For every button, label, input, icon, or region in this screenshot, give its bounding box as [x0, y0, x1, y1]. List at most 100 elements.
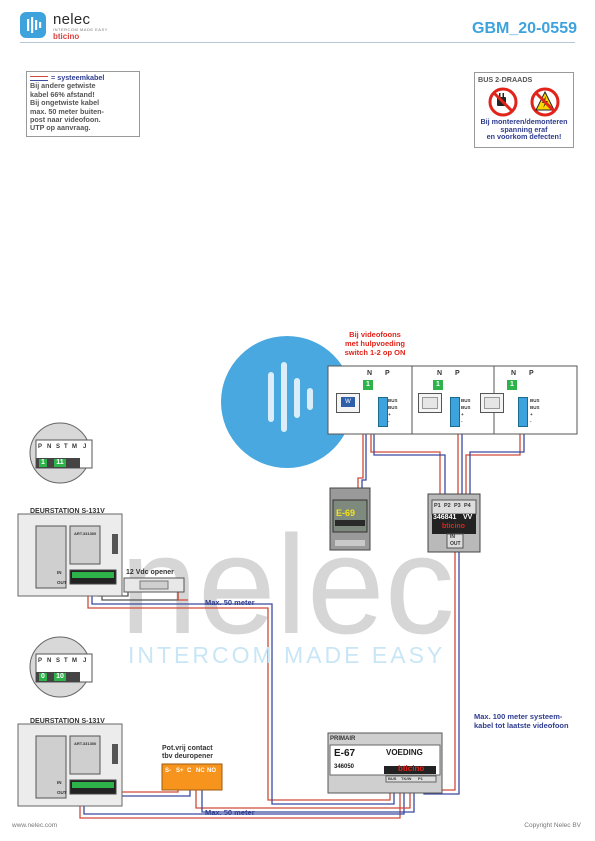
note-line: UTP op aanvraag.	[30, 123, 91, 133]
port-label: P2	[444, 503, 451, 509]
e67-voeding: VOEDING	[386, 748, 423, 757]
config-header: T	[64, 444, 68, 450]
bus-label: -	[388, 419, 390, 424]
warning-icons	[488, 87, 560, 117]
distributor-346841	[427, 493, 481, 553]
config-header: S	[56, 658, 61, 664]
config-value: 0	[39, 673, 47, 681]
terminal-p: P	[529, 370, 534, 377]
contact-cables	[195, 780, 415, 813]
config-header: P	[38, 658, 43, 664]
station-out-label: OUT	[57, 580, 67, 585]
watermark-logo-bars	[268, 362, 313, 432]
note-line: Bij ongetwiste kabel	[30, 98, 100, 108]
contact-terminal: NO	[207, 768, 216, 774]
station-2-config	[29, 636, 93, 698]
warning-line: Bij monteren/demonteren	[480, 117, 568, 126]
contact-terminal: S-	[165, 768, 171, 774]
station-1-config	[29, 422, 93, 484]
port-label: P4	[464, 503, 471, 509]
contact-label: Pot.vrij contact	[162, 745, 213, 752]
bus-warning-box: BUS 2-DRAADS Bij monteren/demonteren spa…	[474, 72, 574, 148]
e67-terminal: P1	[418, 776, 423, 781]
no-voltage-icon	[530, 87, 560, 117]
config-header: T	[64, 658, 68, 664]
switch-value: 1	[433, 380, 443, 390]
e67-label: E-67	[334, 748, 356, 759]
station-out-label: OUT	[57, 790, 67, 795]
config-header: N	[47, 658, 52, 664]
station-1-title: DEURSTATION S-131V	[30, 508, 105, 515]
bus-label: BUS	[388, 398, 398, 403]
cable-note-max50: Max. 50 meter	[205, 598, 255, 607]
contact-label: tbv deuropener	[162, 753, 213, 760]
watermark-tagline: INTERCOM MADE EASY	[128, 642, 446, 668]
bus-label: +	[388, 412, 391, 417]
videofoon-note: Bij videofoons met hulpvoeding switch 1-…	[320, 330, 430, 357]
monitor-3-icon	[480, 393, 504, 413]
e67-primary: PRIMAIR	[330, 736, 356, 742]
station-model: ART.331300	[74, 531, 97, 536]
warning-title: BUS 2-DRAADS	[478, 75, 533, 84]
bus-label: BUS	[461, 398, 471, 403]
warning-line: en voorkom defecten!	[486, 132, 562, 142]
bus-terminal-icon	[378, 397, 388, 427]
port-label: P1	[434, 503, 441, 509]
cable-note-max100: Max. 100 meter systeem-	[474, 712, 563, 721]
cable-note-max100: kabel tot laatste videofoon	[474, 721, 569, 730]
bus-label: +	[461, 412, 464, 417]
bus-terminal-icon	[518, 397, 528, 427]
bus-label: BUS	[530, 405, 540, 410]
terminal-n: N	[367, 370, 373, 377]
cable-legend-note: = systeemkabel Bij andere getwiste kabel…	[26, 71, 140, 137]
bus-label: BUS	[388, 405, 398, 410]
note-line: Bij andere getwiste	[30, 81, 96, 91]
config-header: P	[38, 444, 43, 450]
config-header: M	[72, 444, 77, 450]
config-header: M	[72, 658, 77, 664]
distributor-in-label: IN	[450, 534, 455, 540]
nelec-logo-icon	[20, 12, 46, 38]
videofoon-note-line: Bij videofoons	[349, 330, 401, 339]
bus-label: +	[530, 412, 533, 417]
brand-tagline: INTERCOM MADE EASY	[53, 27, 108, 32]
distributor-code: 346841	[433, 514, 457, 521]
screen-label: W	[341, 397, 355, 407]
contact-terminal: S+	[176, 768, 184, 774]
document-code: GBM_20-0559	[472, 20, 577, 37]
station-model: ART.331300	[74, 741, 97, 746]
note-line: post naar videofoon.	[30, 115, 101, 125]
distributor-brand: bticino	[442, 523, 465, 530]
note-line: kabel 66% afstand!	[30, 89, 95, 99]
station-2-title: DEURSTATION S-131V	[30, 718, 105, 725]
bus-label: -	[461, 419, 463, 424]
cable-note-max50: Max. 50 meter	[205, 808, 255, 817]
switch-value: 1	[507, 380, 517, 390]
warning-line: spanning eraf	[500, 124, 548, 134]
door-station-2	[17, 723, 123, 807]
door-station-1	[17, 513, 123, 597]
port-label: P3	[454, 503, 461, 509]
contact-terminal: C	[187, 768, 192, 774]
brand-sub: bticino	[53, 32, 80, 41]
distributor-suffix: VV	[463, 514, 473, 521]
config-header: J	[83, 444, 87, 450]
footer-copyright: Copyright Nelec BV	[524, 822, 581, 829]
e67-brand: bticino	[398, 764, 425, 773]
contact-terminal: NC	[196, 768, 205, 774]
monitor-2-icon	[418, 393, 442, 413]
bus-label: BUS	[530, 398, 540, 403]
config-value: 11	[54, 459, 66, 467]
footer-website[interactable]: www.nelec.com	[12, 822, 58, 829]
config-header: J	[83, 658, 87, 664]
terminal-n: N	[511, 370, 517, 377]
header-divider	[20, 42, 575, 43]
e67-terminal: BUS	[388, 776, 397, 781]
config-value: 1	[39, 459, 47, 467]
e69-label: E-69	[336, 508, 356, 518]
terminal-p: P	[385, 370, 390, 377]
bus-label: BUS	[461, 405, 471, 410]
door-opener-icon	[123, 577, 185, 593]
switch-value: 1	[363, 380, 373, 390]
opener-label: 12 Vdc opener	[126, 569, 174, 576]
